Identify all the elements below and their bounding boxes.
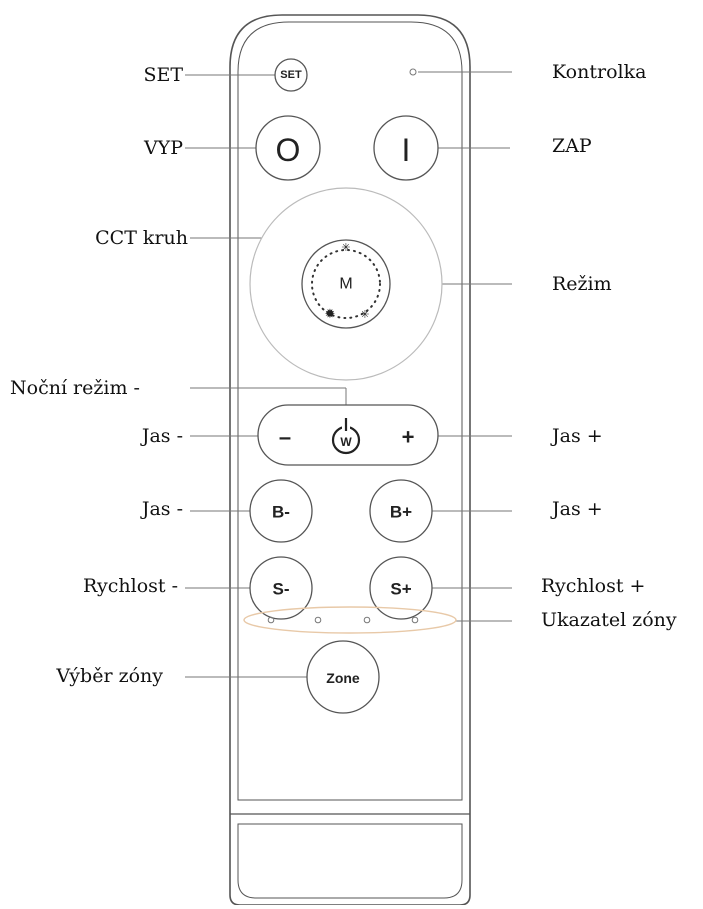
label-jas-plus-1: Jas + [552, 425, 603, 447]
zone-led-3 [363, 616, 371, 624]
sun-large-icon: ✹ [325, 307, 336, 322]
s-plus-button[interactable]: S+ [369, 556, 433, 620]
zone-button[interactable]: Zone [306, 640, 380, 714]
s-plus-label: S+ [390, 580, 411, 599]
b-plus-button[interactable]: B+ [369, 479, 433, 543]
leader-lines [185, 71, 512, 678]
sun-medium-icon: ✳ [360, 308, 369, 321]
night-mode-button[interactable]: W [331, 418, 361, 455]
label-jas-plus-2: Jas + [552, 498, 603, 520]
on-button-label: I [402, 132, 411, 168]
label-nocni-rezim: Noční režim - [10, 377, 140, 399]
b-plus-label: B+ [390, 503, 412, 522]
brightness-minus-label: – [279, 425, 291, 450]
label-ukazatel-zony: Ukazatel zóny [541, 609, 677, 631]
label-jas-minus-1: Jas - [141, 425, 183, 447]
mode-dots-ring [311, 249, 381, 319]
zone-led-1 [267, 616, 275, 624]
zone-led-4 [411, 616, 419, 624]
s-minus-label: S- [273, 580, 290, 599]
brightness-plus-label: + [402, 425, 415, 450]
zone-indicator [243, 606, 457, 634]
label-rychlost-minus: Rychlost - [83, 575, 178, 597]
b-minus-label: B- [272, 503, 290, 522]
mode-button-label: M [339, 276, 352, 293]
label-rezim: Režim [552, 273, 612, 295]
set-button[interactable]: SET [274, 58, 308, 92]
kontrolka-led [409, 68, 417, 76]
label-set: SET [143, 64, 183, 86]
label-vyp: VYP [143, 137, 183, 159]
brightness-plus-button[interactable]: + [402, 425, 415, 450]
on-button[interactable]: I [373, 115, 439, 181]
label-cct-kruh: CCT kruh [95, 227, 188, 249]
off-button-label: O [276, 132, 301, 168]
set-button-label: SET [280, 69, 302, 81]
brightness-minus-button[interactable]: – [279, 425, 291, 450]
s-minus-button[interactable]: S- [249, 556, 313, 620]
sun-small-icon: ✳ [341, 241, 350, 254]
label-zap: ZAP [552, 135, 592, 157]
zone-button-label: Zone [326, 670, 360, 686]
label-rychlost-plus: Rychlost + [541, 575, 646, 597]
mode-button[interactable]: M ✳ ✹ ✳ [301, 239, 391, 329]
label-kontrolka: Kontrolka [552, 61, 647, 83]
night-mode-label: W [340, 435, 352, 449]
label-vyber-zony: Výběr zóny [56, 665, 163, 687]
off-button[interactable]: O [255, 115, 321, 181]
b-minus-button[interactable]: B- [249, 479, 313, 543]
label-jas-minus-2: Jas - [141, 498, 183, 520]
zone-led-2 [314, 616, 322, 624]
dim-pill [257, 404, 439, 466]
